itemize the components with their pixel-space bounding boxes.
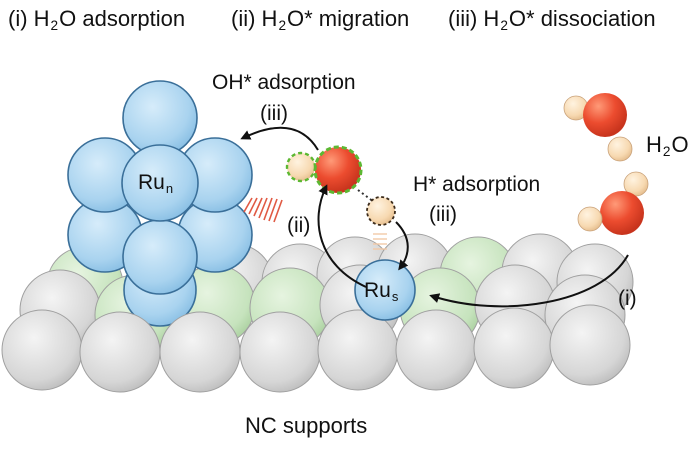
header-step-2-prefix: (ii) H	[231, 6, 278, 31]
header-step-2: (ii) H2O* migration	[231, 6, 410, 33]
label-water-prefix: H	[646, 132, 662, 157]
label-water-suffix: O	[671, 132, 689, 157]
label-ru-single-sub: s	[391, 288, 399, 304]
water-molecule-1	[563, 93, 633, 162]
label-step-ii: (ii)	[287, 214, 311, 237]
hydrogen-atom-oh	[285, 151, 317, 183]
header-step-3-prefix: (iii) H	[448, 6, 500, 31]
header-step-3-sub: 2	[500, 17, 508, 33]
label-ru-cluster-sub: n	[165, 180, 174, 196]
arrow-step-i	[429, 254, 629, 308]
header-step-1-sub: 2	[50, 17, 59, 33]
ru-cluster	[67, 80, 253, 327]
header-step-1-suffix: O adsorption	[59, 6, 186, 31]
label-water-sub: 2	[662, 143, 671, 159]
interaction-stripes-oh	[243, 197, 283, 223]
label-nc-supports: NC supports	[245, 413, 368, 438]
oxygen-atom	[313, 145, 363, 195]
water-molecule-2	[577, 171, 649, 235]
arrow-step-ii	[317, 184, 367, 288]
header-step-1: (i) H2O adsorption	[8, 6, 186, 33]
header-step-3: (iii) H2O* dissociation	[448, 6, 656, 33]
label-step-i: (i)	[618, 287, 637, 310]
header-step-1-prefix: (i) H	[8, 6, 50, 31]
label-ru-single-base: Ru	[364, 279, 391, 302]
nc-support-front	[1, 304, 631, 393]
label-ru-cluster: Run	[138, 172, 174, 195]
reaction-arrows	[240, 126, 629, 308]
label-step-iii-top: (iii)	[260, 102, 288, 125]
arrow-step-iii-top	[240, 126, 319, 151]
label-water: H2O	[646, 132, 689, 159]
label-ru-single: Rus	[364, 280, 399, 303]
label-ru-cluster-base: Ru	[138, 171, 165, 194]
hydrogen-atom-h	[366, 196, 396, 226]
header-step-2-suffix: O* migration	[287, 6, 410, 31]
interaction-stripes-h	[373, 233, 387, 250]
header-step-3-suffix: O* dissociation	[508, 6, 656, 31]
ru-single-atom	[354, 259, 416, 321]
dissociating-water	[285, 145, 396, 226]
label-step-iii-right: (iii)	[429, 203, 457, 226]
header-step-2-sub: 2	[278, 17, 287, 33]
arrow-step-iii-right	[395, 221, 409, 271]
label-h-adsorption: H* adsorption	[413, 173, 541, 196]
label-oh-adsorption: OH* adsorption	[212, 71, 356, 94]
